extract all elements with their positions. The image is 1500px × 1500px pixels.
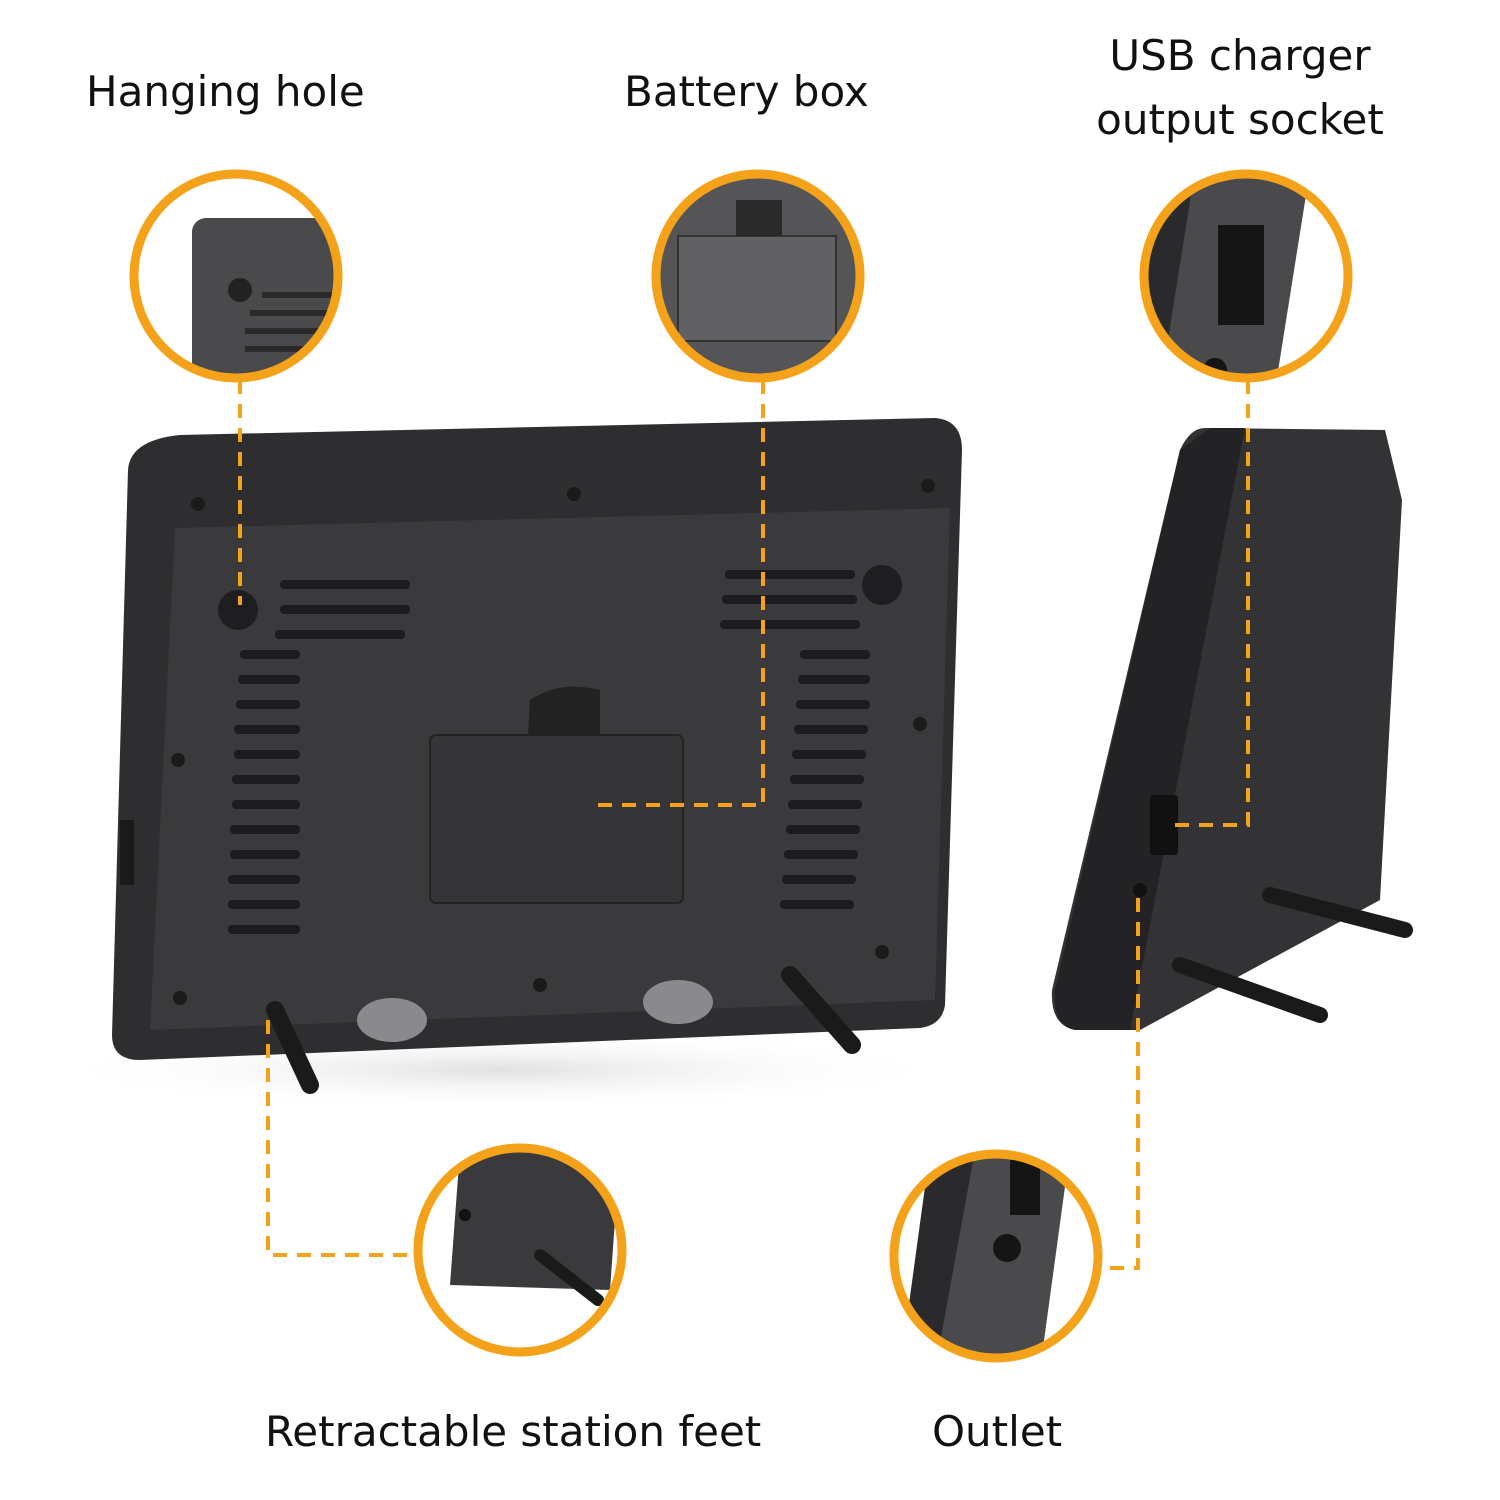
battery-cover [429, 734, 684, 904]
power-outlet [1133, 883, 1147, 897]
label-outlet: Outlet [932, 1407, 1063, 1456]
usb-port [1150, 795, 1178, 855]
label-usb-line2: output socket [1096, 95, 1384, 144]
zoom-circle-usb-socket [1139, 169, 1353, 383]
zoom-circle-outlet [889, 1149, 1103, 1363]
label-battery-box: Battery box [624, 67, 869, 116]
vent-slots-left [228, 580, 410, 934]
device-side-view [1051, 428, 1413, 1030]
station-feet [266, 966, 861, 1094]
hanging-hole [218, 590, 258, 630]
zoom-circle-feet [413, 1143, 627, 1357]
zoom-circle-hanging-hole [129, 169, 343, 383]
device-back-view [40, 418, 962, 1110]
label-usb-socket: USB charger output socket [1090, 24, 1390, 152]
callout-lines [238, 380, 1250, 1270]
zoom-circle-battery-box [651, 169, 865, 383]
label-hanging-hole: Hanging hole [86, 67, 365, 116]
vent-slots-right [720, 570, 870, 909]
label-usb-line1: USB charger [1109, 31, 1371, 80]
label-feet: Retractable station feet [265, 1407, 762, 1456]
